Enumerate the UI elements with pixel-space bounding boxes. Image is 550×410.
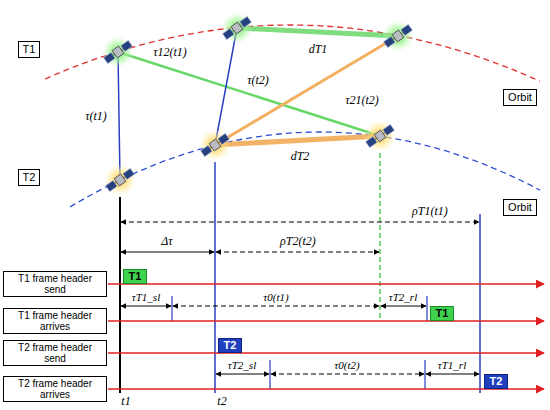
box-text: T1 [129, 270, 142, 283]
satellite [365, 124, 395, 149]
delay-label: ρT1(t1) [410, 205, 450, 218]
group-tag: T1 [18, 41, 41, 58]
box-text: Orbit [508, 201, 532, 214]
box-text: T2 [224, 339, 237, 352]
interval-arrow [271, 374, 424, 375]
interval-arrow [121, 222, 479, 223]
delay-label: τ(t1) [83, 110, 109, 123]
delay-label: τ12(t1) [151, 46, 189, 59]
tick-line [426, 296, 427, 321]
row-line [108, 283, 544, 285]
link-line [215, 28, 237, 145]
box-text: T2 [490, 375, 503, 388]
satellite [383, 24, 413, 49]
row-title: T1 frame header send [3, 271, 107, 297]
group-tag: T2 [18, 169, 41, 186]
time-line [379, 153, 380, 321]
row-title: T2 frame header send [3, 340, 107, 366]
link-line [237, 28, 398, 36]
time-line [119, 197, 121, 393]
delay-label: τT1_rl [436, 359, 468, 372]
box-text: T1 [436, 307, 449, 320]
satellite [105, 168, 135, 193]
interval-arrow [216, 374, 269, 375]
box-text: T1 [23, 43, 36, 56]
delay-label: ρT2(t2) [278, 235, 318, 248]
row-line [108, 320, 544, 322]
orbit-tag: Orbit [503, 89, 537, 106]
row-title: T2 frame header arrives [3, 376, 107, 402]
interval-arrow [216, 252, 379, 253]
satellite [222, 16, 252, 41]
orbit-path [70, 132, 540, 207]
delay-label: τT2_sl [226, 359, 258, 372]
satellite-glow [102, 36, 134, 68]
row-title: T1 frame header arrives [3, 308, 107, 334]
box-text: T2 frame header send [7, 342, 103, 364]
satellite [200, 133, 230, 158]
interval-arrow [121, 252, 214, 253]
box-text: T1 frame header send [7, 273, 103, 295]
satellite-glow [364, 120, 396, 152]
delay-label: τT1_sl [130, 291, 162, 304]
satellite-glow [382, 20, 414, 52]
box-text: T2 [23, 171, 36, 184]
time-line [214, 162, 216, 393]
satellite-glow [104, 164, 136, 196]
delay-label: τ(t2) [245, 74, 271, 87]
satellite-glow [199, 129, 231, 161]
interval-arrow [121, 306, 171, 307]
orbit-path [45, 25, 540, 81]
delay-label: t2 [215, 395, 228, 408]
delay-label: dT1 [307, 43, 330, 56]
link-line [118, 52, 120, 180]
box-text: T1 frame header arrives [7, 310, 103, 332]
delay-label: τ0(t1) [261, 291, 290, 304]
time-line [479, 214, 481, 393]
link-line [215, 136, 380, 145]
frame-marker: T1 [430, 306, 455, 321]
delay-label: Δτ [159, 235, 174, 248]
frame-marker: T2 [218, 338, 243, 353]
row-line [108, 352, 544, 354]
interval-arrow [381, 306, 426, 307]
tick-line [269, 360, 270, 389]
box-text: T2 frame header arrives [7, 378, 103, 400]
orbit-tag: Orbit [503, 199, 537, 216]
frame-marker: T1 [123, 269, 148, 284]
delay-label: τ21(t2) [343, 94, 381, 107]
delay-label: τ0(t2) [332, 359, 361, 372]
tick-line [171, 296, 172, 321]
box-text: Orbit [508, 91, 532, 104]
delay-label: dT2 [289, 150, 312, 163]
satellite [103, 40, 133, 65]
row-line [108, 388, 544, 390]
frame-marker: T2 [484, 374, 509, 389]
interval-arrow [426, 374, 479, 375]
interval-arrow [173, 306, 379, 307]
delay-label: t1 [119, 395, 132, 408]
tick-line [424, 360, 425, 389]
delay-label: τT2_rl [387, 291, 419, 304]
satellite-glow [221, 12, 253, 44]
